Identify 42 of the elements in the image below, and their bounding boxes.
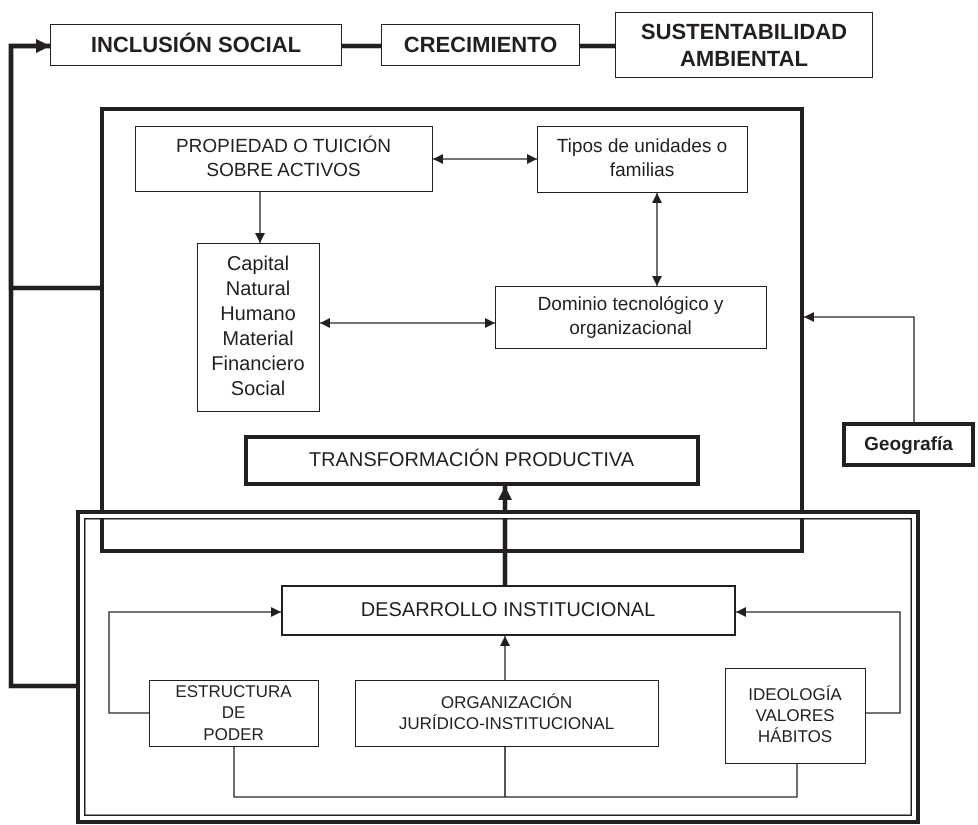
arrow (8, 39, 76, 688)
frame (76, 510, 920, 824)
box-label: SUSTENTABILIDAD AMBIENTAL (640, 18, 848, 72)
box-label: IDEOLOGÍA VALORES HÁBITOS (747, 684, 843, 748)
arrow (320, 318, 495, 328)
box-label: ESTRUCTURA DE PODER (174, 681, 293, 745)
process-box (536, 126, 748, 192)
connector-line (342, 44, 381, 48)
arrow (108, 607, 281, 714)
process-box (381, 24, 580, 66)
box-label: ORGANIZACIÓN JURÍDICO-INSTITUCIONAL (398, 692, 616, 734)
arrow (500, 636, 510, 680)
arrow (433, 154, 537, 164)
process-box (50, 24, 342, 66)
process-box (842, 422, 975, 467)
box-label: Geografía (863, 432, 954, 456)
box-label: CRECIMIENTO (402, 31, 558, 59)
process-box (280, 584, 736, 636)
box-label: Tipos de unidades o familias (556, 135, 728, 183)
box-label: Dominio tecnológico y organizacional (536, 293, 724, 341)
process-box (724, 668, 866, 764)
process-box (148, 680, 318, 746)
frame (100, 107, 804, 553)
process-box (244, 434, 700, 486)
arrow (736, 607, 901, 714)
connector-line (504, 747, 798, 798)
process-box (354, 680, 658, 746)
box-label: DESARROLLO INSTITUCIONAL (360, 598, 656, 622)
process-box (494, 286, 766, 348)
arrow (255, 192, 265, 243)
process-box (196, 242, 320, 412)
arrow (498, 486, 512, 585)
connector-line (580, 44, 615, 48)
process-box (134, 126, 432, 192)
arrow (804, 312, 915, 422)
connector-line (233, 747, 506, 798)
process-box (615, 12, 873, 78)
box-label: INCLUSIÓN SOCIAL (90, 31, 302, 59)
box-label: PROPIEDAD O TUICIÓN SOBRE ACTIVOS (174, 134, 392, 182)
box-label: TRANSFORMACIÓN PRODUCTIVA (308, 448, 636, 472)
box-label: Capital Natural Humano Material Financiero Social (210, 252, 306, 402)
arrow (652, 193, 662, 286)
